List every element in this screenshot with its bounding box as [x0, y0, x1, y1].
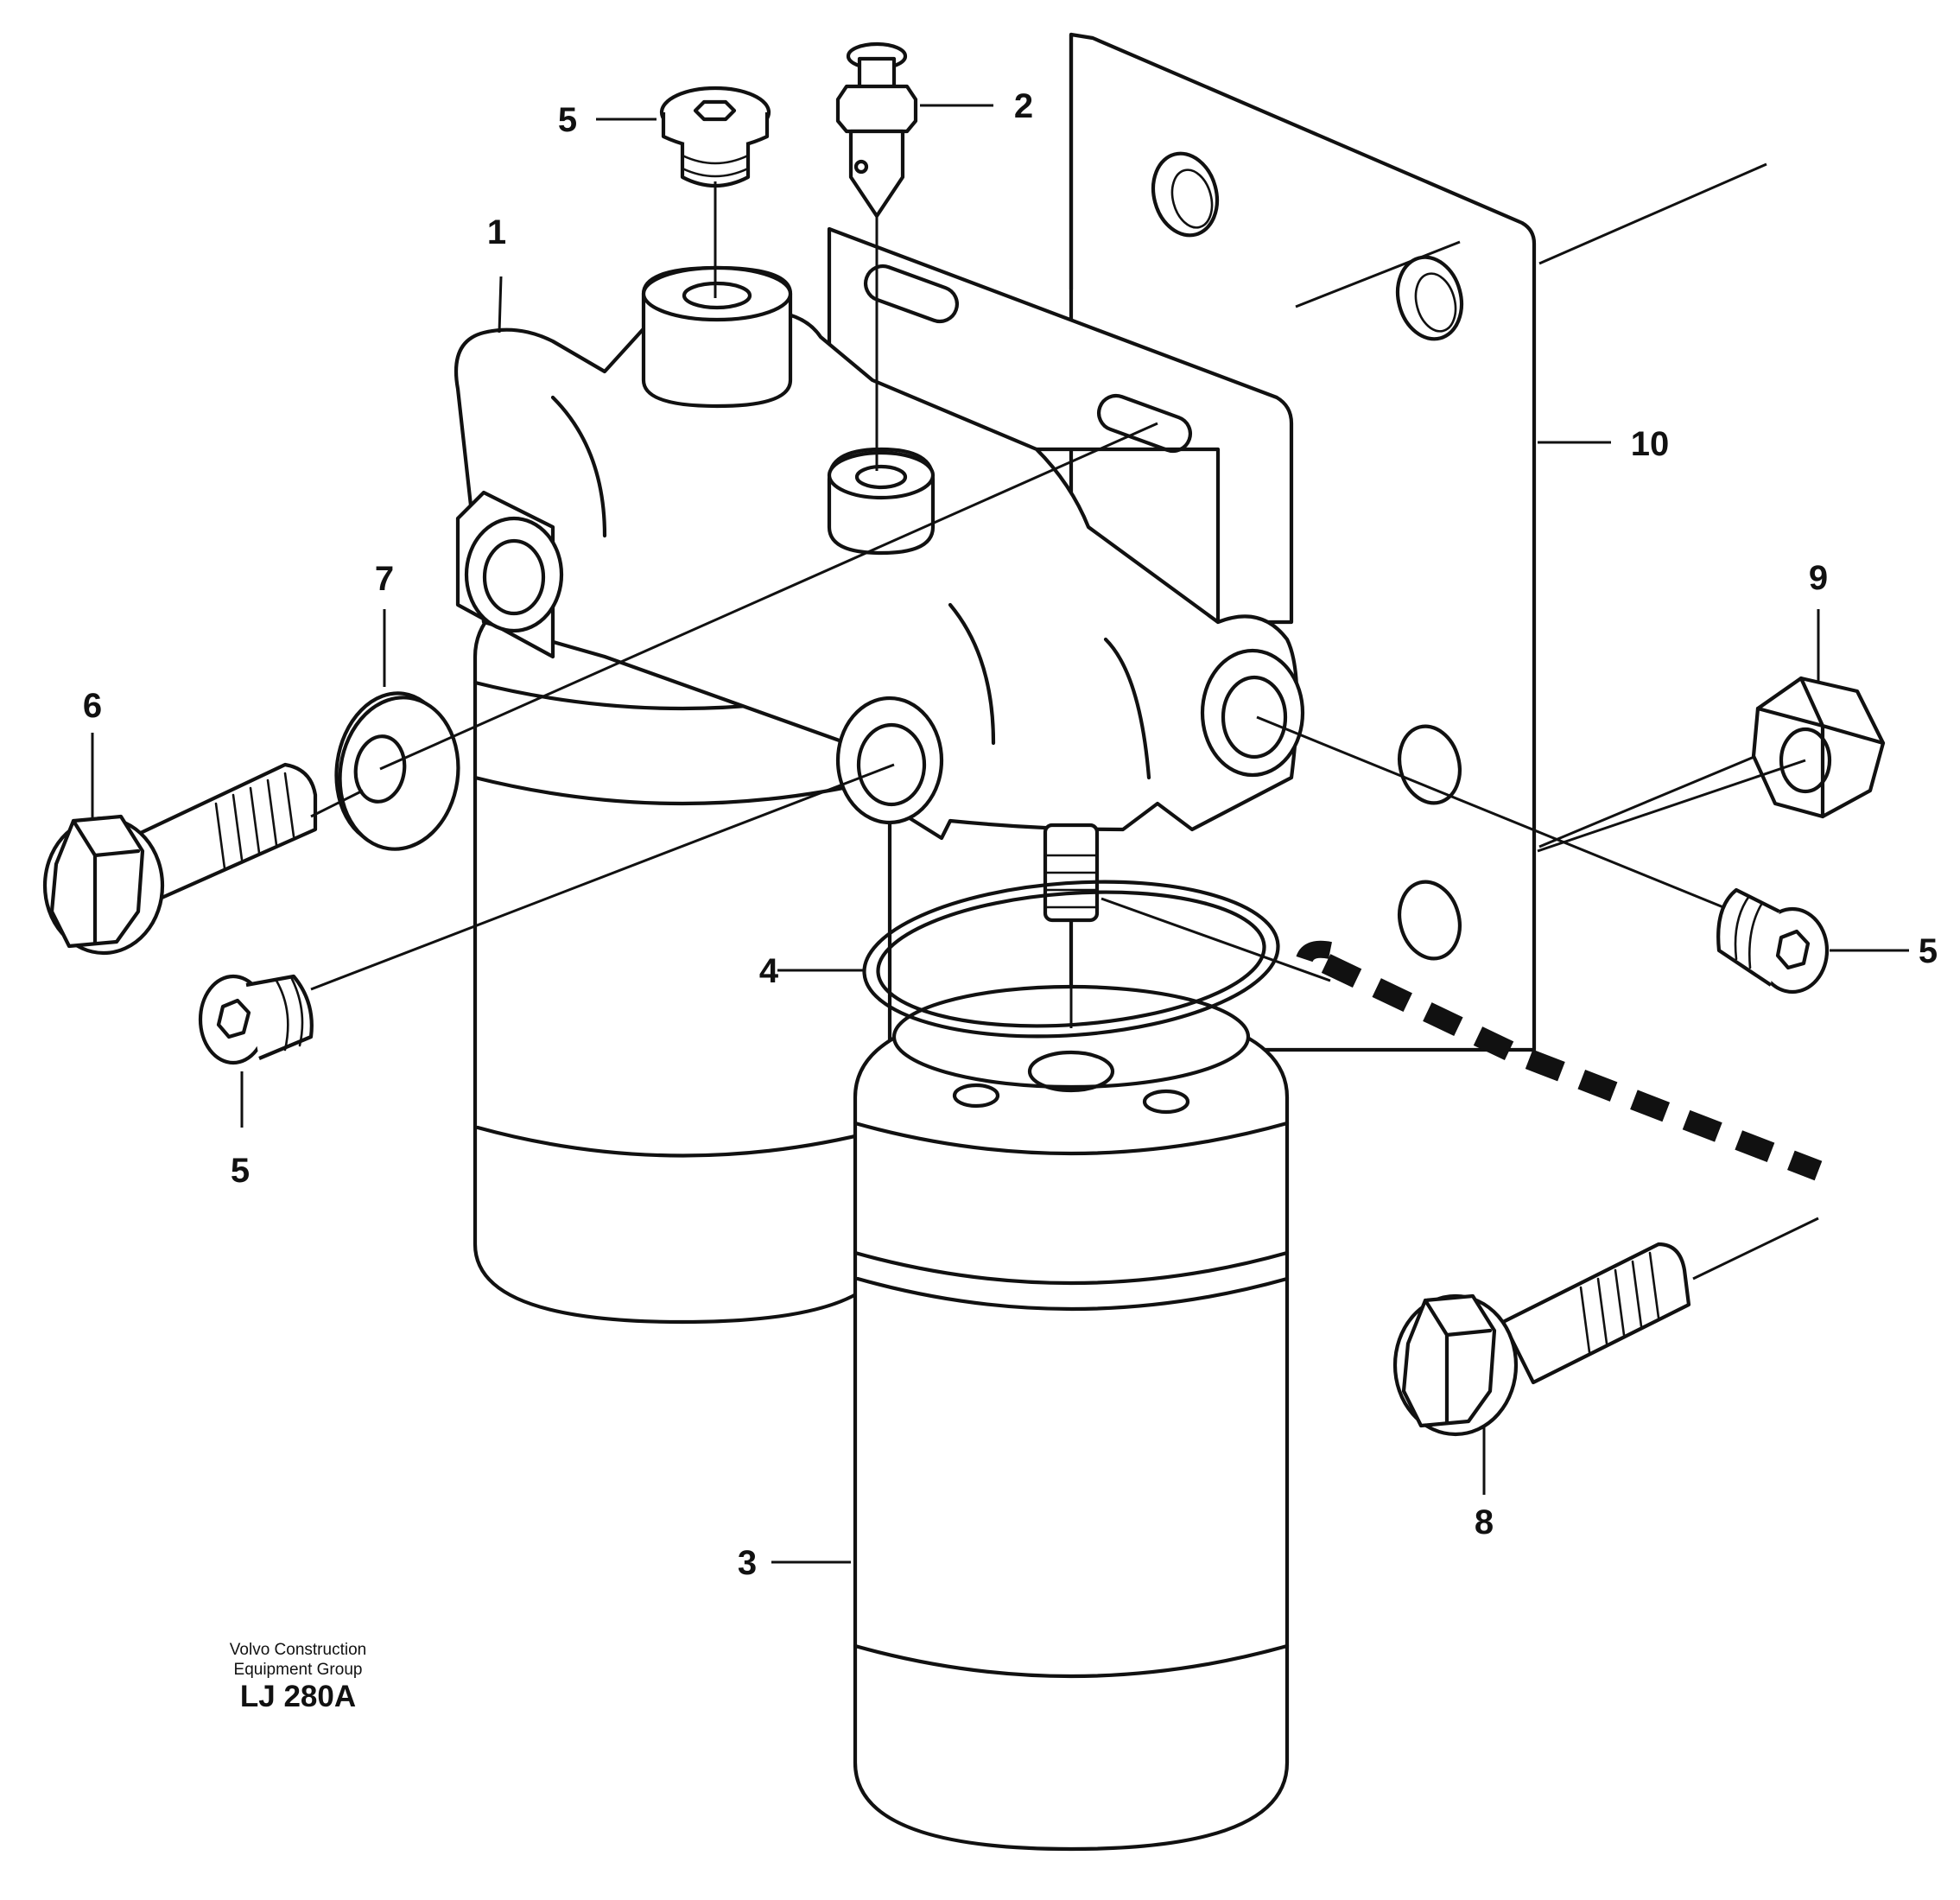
credit-line-2: Equipment Group	[233, 1661, 363, 1679]
assembly-lines	[310, 181, 1819, 1280]
flange-bolt-left	[42, 762, 318, 956]
callout-4: 4	[759, 952, 779, 990]
flange-bolt-right	[1392, 1242, 1691, 1437]
publisher-credit: Volvo Construction Equipment Group LJ 28…	[164, 1640, 432, 1714]
plug-left	[198, 974, 314, 1065]
filter-cartridge	[853, 984, 1290, 1852]
bleeder-nipple	[835, 41, 918, 219]
washer	[334, 691, 460, 851]
drawing-code: LJ 280A	[239, 1680, 357, 1713]
sealing-ring	[862, 880, 1280, 1039]
callout-5-top: 5	[558, 101, 577, 139]
callout-5-left: 5	[231, 1152, 250, 1190]
hex-nut	[1751, 676, 1886, 819]
filter-head	[454, 226, 1305, 923]
callout-3: 3	[738, 1544, 757, 1582]
callout-1: 1	[487, 213, 506, 251]
callout-9: 9	[1809, 559, 1828, 597]
callout-5-right: 5	[1919, 932, 1938, 970]
bolt-insertion-path	[1296, 940, 1823, 1181]
credit-line-1: Volvo Construction	[229, 1641, 367, 1659]
plug-right	[1716, 887, 1830, 994]
plug-top	[659, 86, 771, 188]
callout-2: 2	[1014, 87, 1033, 125]
callout-8: 8	[1475, 1503, 1494, 1541]
callout-6: 6	[83, 687, 102, 725]
callout-7: 7	[375, 560, 394, 598]
callout-10: 10	[1631, 425, 1670, 463]
callout-leaders	[91, 104, 1909, 1564]
